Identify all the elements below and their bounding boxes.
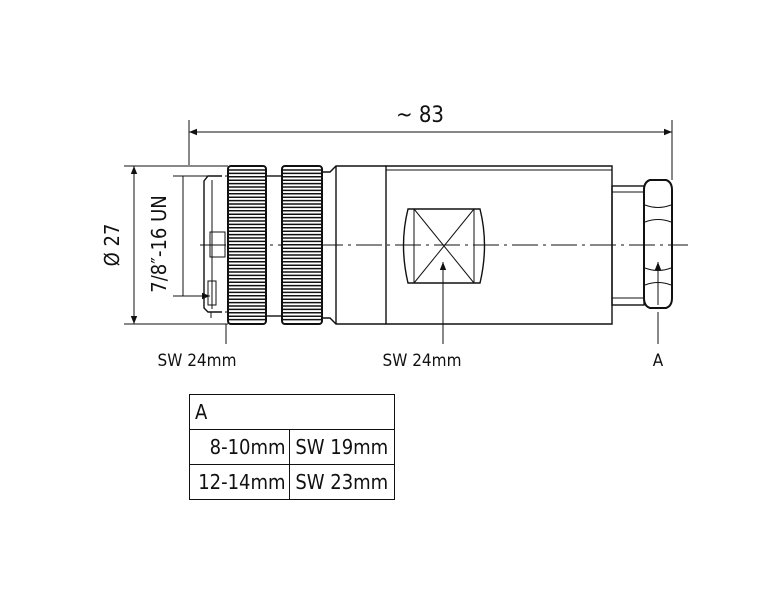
cable-range-cell: 12-14mm — [189, 464, 290, 500]
diameter-dimension: Ø 27 — [100, 165, 228, 325]
table-row: 8-10mm SW 19mm — [189, 429, 396, 465]
knurled-ring-rear — [281, 165, 323, 325]
wrench-size-cell: SW 19mm — [288, 429, 396, 465]
front-coupling — [203, 175, 226, 318]
reference-a-label: A — [653, 351, 664, 371]
table-header: A — [189, 394, 395, 430]
table-header-row: A — [189, 394, 395, 430]
wrench-size-body-label: SW 24mm — [383, 351, 462, 371]
wrench-flat — [402, 208, 486, 344]
thread-label: 7/8″-16 UN — [147, 195, 171, 292]
cable-range-cell: 8-10mm — [189, 429, 290, 465]
wrench-size-front-label: SW 24mm — [158, 351, 237, 371]
pressure-nut — [643, 179, 673, 344]
length-dimension: ~ 83 — [188, 103, 673, 180]
wrench-size-cell: SW 23mm — [288, 464, 396, 500]
housing-body — [385, 165, 613, 325]
ring-collar — [265, 175, 283, 317]
knurled-ring-front — [225, 165, 267, 325]
table-row: 12-14mm SW 23mm — [189, 464, 396, 500]
thread-dimension: 7/8″-16 UN — [147, 175, 210, 300]
wrench-size-table: A 8-10mm SW 19mm 12-14mm SW 23mm — [189, 394, 396, 500]
length-label: ~ 83 — [396, 103, 444, 128]
connector-neck — [322, 165, 386, 325]
diameter-label: Ø 27 — [100, 224, 124, 267]
